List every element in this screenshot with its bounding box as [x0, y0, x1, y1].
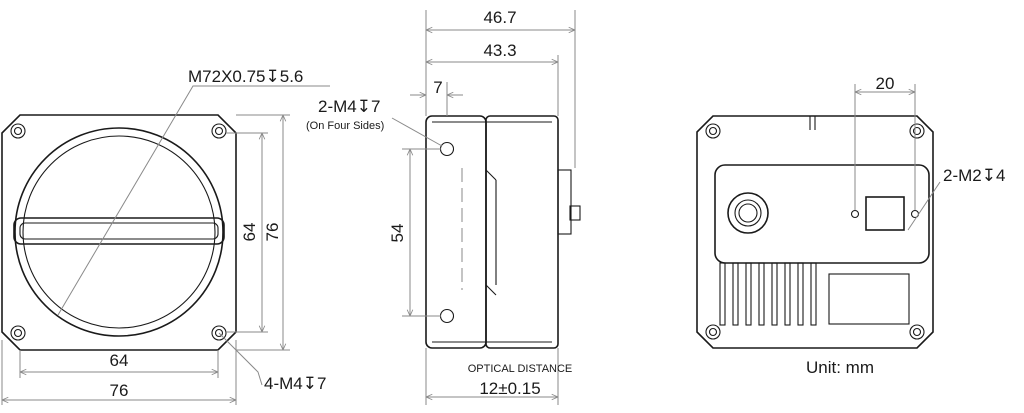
power-io-connector [727, 192, 769, 234]
corner-screw-top-right [211, 123, 227, 139]
unit-label: Unit: mm [806, 358, 874, 377]
optical-distance-label: OPTICAL DISTANCE [468, 363, 573, 375]
lens-mount-ring-outer [14, 127, 224, 337]
side-hole-bottom [439, 308, 455, 324]
corner-screw-bottom-right [211, 325, 227, 341]
front-height-64: 64 [240, 223, 259, 242]
corner-screw-top-left [10, 123, 26, 139]
front-view: M72X0.75↧5.6 4-M4↧7 64 76 64 76 [1, 67, 330, 405]
side-front-flange [425, 115, 487, 349]
rear-corner-screw-top-right [909, 123, 925, 139]
side-connector [557, 169, 572, 235]
network-port [865, 196, 905, 231]
corner-screw-bottom-left [10, 325, 26, 341]
side-spacing-54: 54 [388, 224, 407, 243]
rear-corner-screw-bottom-left [705, 324, 721, 340]
side-view: 46.7 43.3 7 2-M4↧7 (On Four Sides) 54 OP… [306, 8, 581, 405]
side-hole-note: (On Four Sides) [306, 120, 384, 132]
thread-callout: M72X0.75↧5.6 [188, 67, 303, 86]
optical-distance-value: 12±0.15 [479, 379, 540, 398]
rear-corner-screw-top-left [705, 123, 721, 139]
side-hole-callout: 2-M4↧7 [318, 97, 380, 116]
label-plate [828, 273, 910, 325]
rear-spacing-20: 20 [876, 74, 895, 93]
side-length-43-3: 43.3 [483, 41, 516, 60]
rear-panel [714, 164, 930, 264]
heat-sink-fins [719, 262, 817, 326]
rear-view: 20 2-M2↧4 Unit: mm [696, 74, 1005, 377]
front-height-76: 76 [263, 223, 282, 242]
rear-body-outline [696, 115, 934, 349]
rear-small-hole-left [850, 209, 860, 219]
front-body-outline [1, 114, 237, 351]
rear-hole-callout: 2-M2↧4 [943, 166, 1005, 185]
rear-corner-screw-bottom-right [909, 324, 925, 340]
side-offset-7: 7 [433, 78, 442, 97]
mount-cap-bar [13, 217, 225, 245]
side-hole-top [439, 141, 455, 157]
side-rear-body [485, 115, 559, 349]
lens-mount-ring-inner [22, 135, 216, 329]
front-width-64: 64 [110, 351, 129, 370]
front-width-76: 76 [110, 381, 129, 400]
front-hole-callout: 4-M4↧7 [264, 374, 326, 393]
side-length-46-7: 46.7 [483, 8, 516, 27]
